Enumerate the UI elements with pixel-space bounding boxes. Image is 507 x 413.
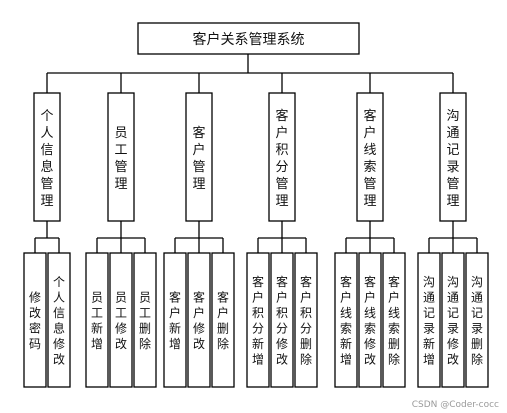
submodule-box bbox=[417, 252, 441, 388]
module-label: 客户线索管理 bbox=[363, 108, 376, 209]
submodule-label: 客户积分新增 bbox=[252, 274, 264, 367]
submodule-label: 沟通记录新增 bbox=[423, 275, 435, 367]
submodule-label: 客户删除 bbox=[217, 290, 229, 352]
module-box bbox=[33, 92, 61, 222]
submodule-box bbox=[465, 252, 489, 388]
submodule-label: 客户线索新增 bbox=[340, 274, 352, 367]
module-label: 个人信息管理 bbox=[40, 109, 53, 209]
module-box bbox=[268, 92, 296, 222]
submodule-box bbox=[187, 252, 211, 388]
submodule-label: 员工删除 bbox=[139, 291, 151, 352]
submodule-label: 员工新增 bbox=[91, 291, 103, 352]
submodule-label: 沟通记录修改 bbox=[447, 275, 459, 367]
submodule-label: 客户修改 bbox=[193, 290, 205, 352]
submodule-box bbox=[109, 252, 133, 388]
module-box bbox=[356, 92, 384, 222]
module-label: 客户积分管理 bbox=[275, 108, 288, 209]
watermark: CSDN @Coder-cocc bbox=[411, 400, 499, 410]
submodule-label: 个人信息修改 bbox=[53, 275, 65, 367]
submodule-box bbox=[133, 252, 157, 388]
root-box bbox=[137, 22, 360, 55]
submodule-label: 客户积分修改 bbox=[276, 274, 288, 367]
submodule-box bbox=[23, 252, 47, 388]
submodule-box bbox=[294, 252, 318, 388]
submodule-label: 客户新增 bbox=[169, 290, 181, 352]
submodule-box bbox=[163, 252, 187, 388]
submodule-label: 修改密码 bbox=[29, 290, 41, 352]
module-box bbox=[185, 92, 213, 222]
module-label: 员工管理 bbox=[114, 126, 127, 192]
submodule-label: 客户线索修改 bbox=[364, 274, 376, 367]
submodule-box bbox=[334, 252, 358, 388]
module-label: 客户管理 bbox=[192, 125, 205, 192]
submodule-box bbox=[358, 252, 382, 388]
submodule-label: 客户积分删除 bbox=[300, 274, 312, 367]
submodule-label: 沟通记录删除 bbox=[471, 275, 483, 367]
submodule-label: 客户线索删除 bbox=[388, 274, 400, 367]
submodule-box bbox=[441, 252, 465, 388]
module-box bbox=[107, 92, 135, 222]
submodule-box bbox=[85, 252, 109, 388]
submodule-box bbox=[47, 252, 71, 388]
module-label: 沟通记录管理 bbox=[446, 109, 459, 209]
root-label: 客户关系管理系统 bbox=[193, 31, 305, 48]
submodule-box bbox=[211, 252, 235, 388]
submodule-box bbox=[382, 252, 406, 388]
submodule-label: 员工修改 bbox=[115, 291, 127, 352]
submodule-box bbox=[270, 252, 294, 388]
submodule-box bbox=[246, 252, 270, 388]
